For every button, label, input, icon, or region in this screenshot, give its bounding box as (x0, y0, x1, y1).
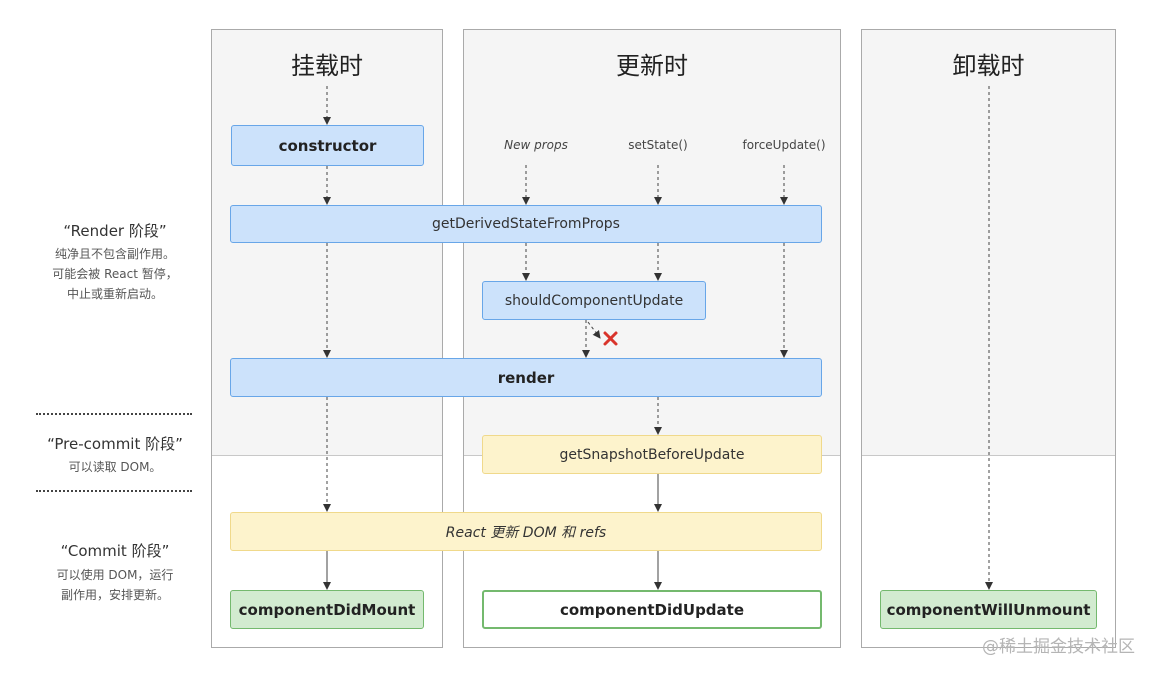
mount-column-title: 挂载时 (291, 52, 363, 80)
component-did-mount-box: componentDidMount (230, 590, 424, 629)
commit-phase-desc-1: 可以使用 DOM，运行 (56, 568, 174, 582)
should-component-update-box: shouldComponentUpdate (482, 281, 706, 320)
get-derived-state-from-props-box: getDerivedStateFromProps (230, 205, 822, 243)
mount-phase-separator (212, 455, 442, 456)
get-snapshot-before-update-box: getSnapshotBeforeUpdate (482, 435, 822, 474)
update-column (463, 29, 841, 648)
set-state-label: setState() (628, 138, 688, 152)
update-column-title: 更新时 (616, 52, 688, 80)
unmount-column-title: 卸载时 (952, 52, 1025, 80)
phase-divider-bottom (36, 490, 192, 492)
arrow-scu-to-stop (587, 321, 601, 339)
render-phase-desc-2: 可能会被 React 暂停， (52, 267, 178, 281)
force-update-label: forceUpdate() (742, 138, 826, 152)
constructor-box: constructor (231, 125, 424, 166)
unmount-phase-separator (862, 455, 1115, 456)
render-phase-title: “Render 阶段” (63, 222, 167, 240)
component-did-update-box: componentDidUpdate (482, 590, 822, 629)
render-phase-desc-1: 纯净且不包含副作用。 (54, 247, 175, 261)
render-box: render (230, 358, 822, 397)
unmount-column (861, 29, 1116, 648)
phase-divider-top (36, 413, 192, 415)
precommit-phase-desc-1: 可以读取 DOM。 (68, 460, 162, 474)
component-will-unmount-box: componentWillUnmount (880, 590, 1097, 629)
precommit-phase-title: “Pre-commit 阶段” (47, 435, 183, 453)
watermark: @稀土掘金技术社区 (982, 637, 1135, 657)
stop-mark (603, 331, 618, 346)
render-phase-desc-3: 中止或重新启动。 (66, 287, 163, 301)
react-updates-dom-refs-box: React 更新 DOM 和 refs (230, 512, 822, 551)
mount-column (211, 29, 443, 648)
new-props-label: New props (504, 138, 568, 152)
commit-phase-desc-2: 副作用，安排更新。 (60, 588, 169, 602)
commit-phase-title: “Commit 阶段” (60, 542, 170, 560)
